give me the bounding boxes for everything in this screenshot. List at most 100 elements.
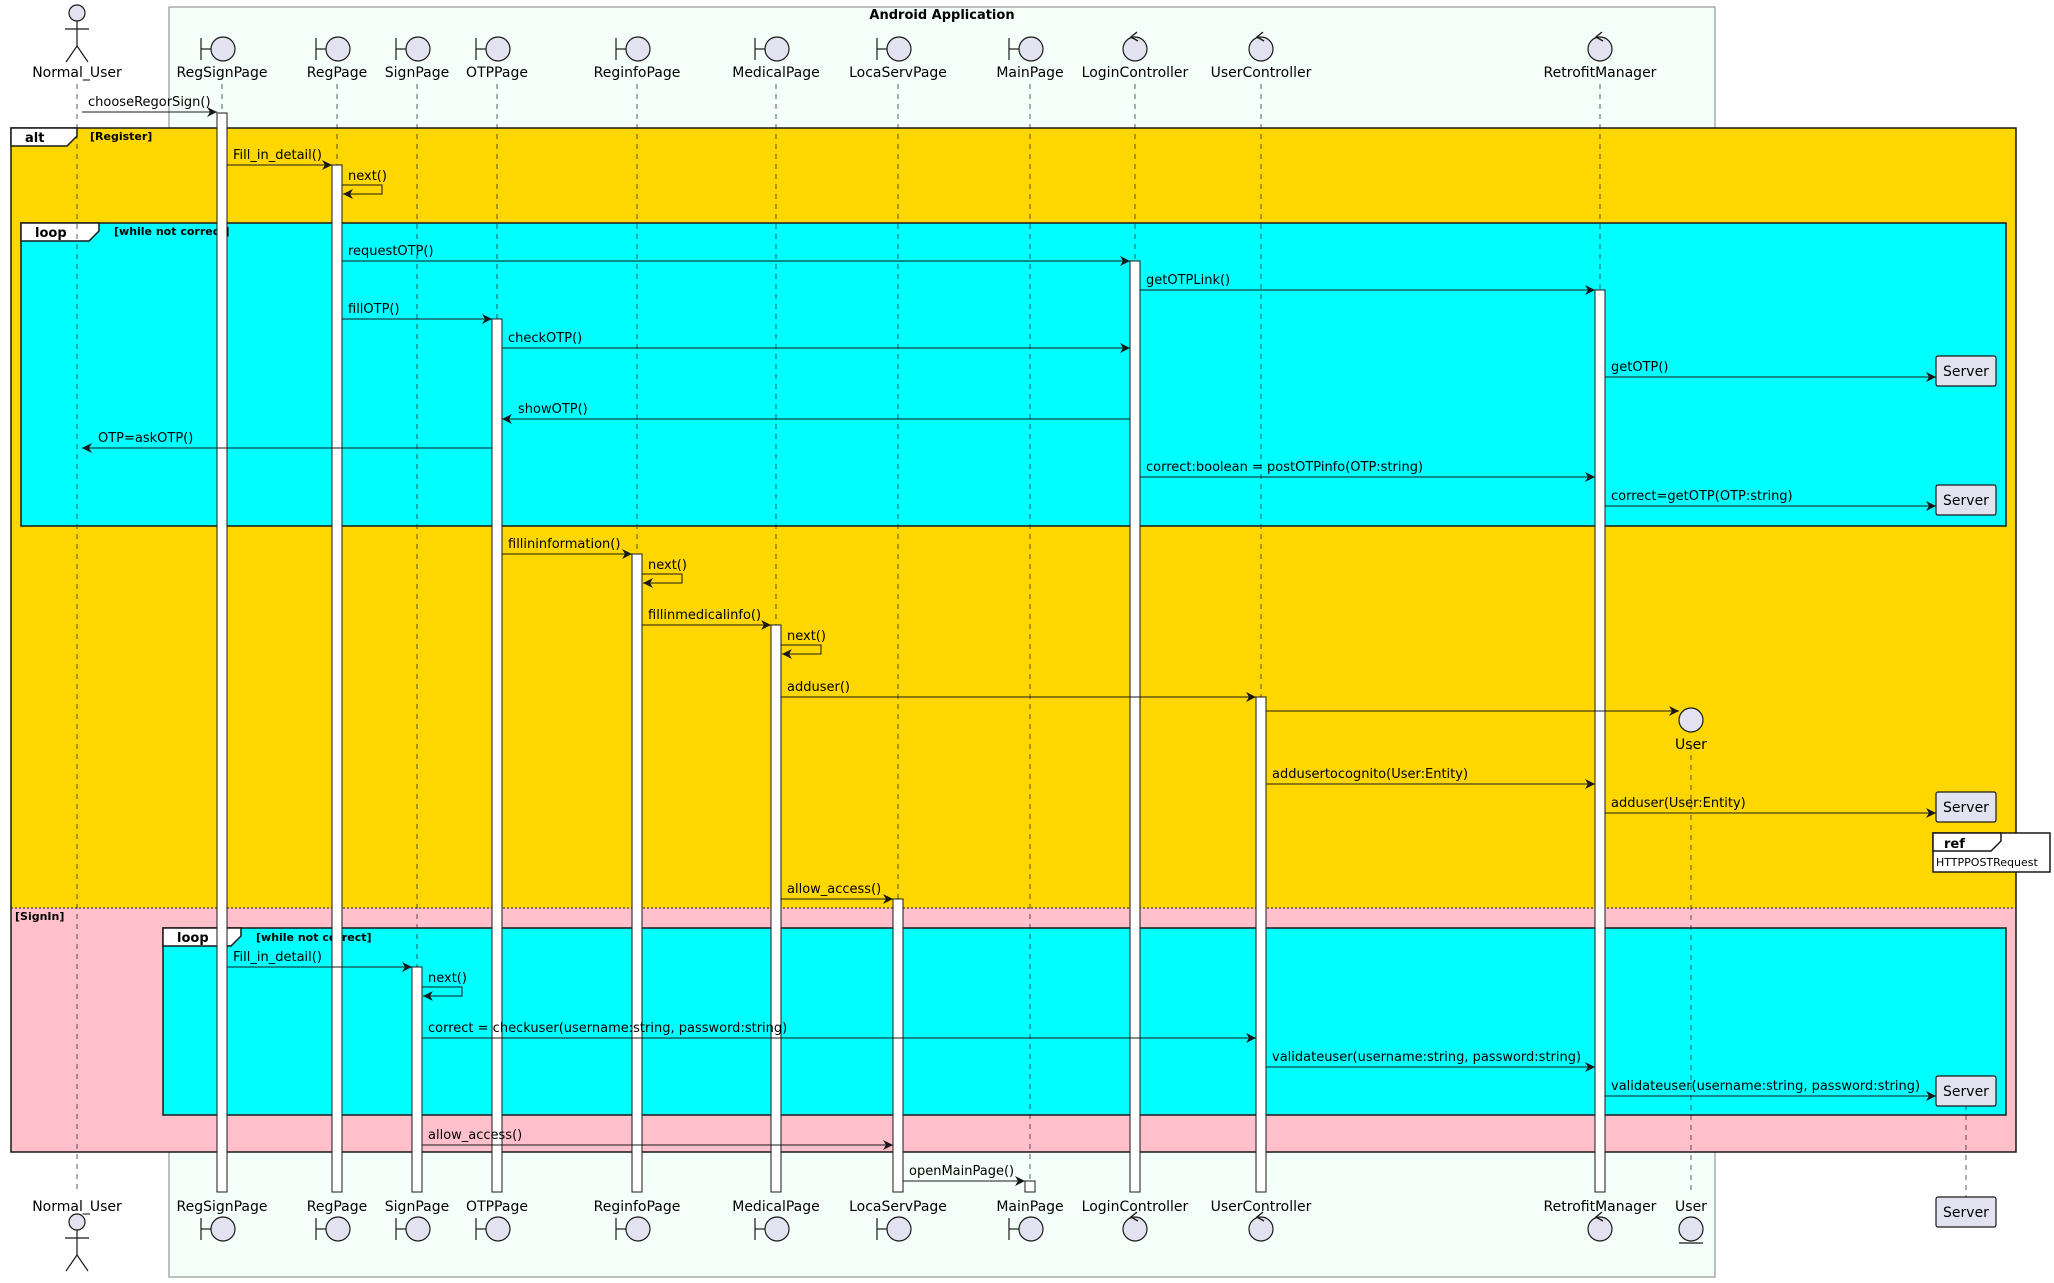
participant-main-label-top: MainPage bbox=[996, 65, 1063, 81]
alt-keyword: alt bbox=[25, 131, 44, 146]
boundary-icon bbox=[754, 1216, 790, 1242]
participant-normal_user-label-bottom: Normal_User bbox=[32, 1199, 122, 1215]
participant-reg-bottom: RegPage bbox=[307, 1199, 368, 1242]
participant-medical-top: MedicalPage bbox=[732, 36, 820, 81]
message-14-arrow bbox=[642, 573, 683, 588]
message-2-label: Fill_in_detail() bbox=[233, 148, 322, 163]
participant-main-top: MainPage bbox=[996, 36, 1064, 81]
activation-regsign bbox=[216, 112, 228, 1193]
loop-signin-keyword: loop bbox=[177, 931, 209, 946]
message-19-label: addusertocognito(User:Entity) bbox=[1272, 767, 1468, 782]
participant-login-label-bottom: LoginController bbox=[1082, 1199, 1189, 1215]
loop-otp-keyword: loop bbox=[35, 226, 67, 241]
boundary-icon bbox=[395, 36, 431, 62]
message-6-label: fillOTP() bbox=[348, 302, 400, 317]
boundary-icon bbox=[754, 36, 790, 62]
participant-reg-label-bottom: RegPage bbox=[307, 1199, 368, 1215]
participant-login-top: LoginController bbox=[1082, 31, 1189, 81]
participant-regsign-label-top: RegSignPage bbox=[176, 65, 267, 81]
boundary-icon bbox=[315, 1216, 351, 1242]
loop-fragment-signin bbox=[162, 927, 2007, 1116]
participant-sign-top: SignPage bbox=[385, 36, 449, 81]
activation-reg bbox=[331, 164, 343, 1193]
participant-normal_user-label-top: Normal_User bbox=[32, 65, 122, 81]
activation-otp bbox=[491, 318, 503, 1193]
participant-server-create-4: Server bbox=[1935, 1075, 1997, 1107]
participant-main-bottom: MainPage bbox=[996, 1199, 1064, 1242]
participant-reginfo-top: ReginfoPage bbox=[594, 36, 680, 81]
control-icon bbox=[1587, 31, 1613, 62]
participant-retrofit-bottom: RetrofitManager bbox=[1544, 1199, 1657, 1242]
participant-otp-label-bottom: OTPPage bbox=[466, 1199, 528, 1215]
message-1-label: chooseRegorSign() bbox=[88, 95, 211, 110]
ref-keyword: ref bbox=[1944, 837, 1965, 852]
activation-userctl bbox=[1255, 696, 1267, 1193]
participant-server-bottom-label: Server bbox=[1943, 1205, 1989, 1221]
participant-normal_user-bottom: Normal_User bbox=[32, 1199, 122, 1272]
message-7-label: checkOTP() bbox=[508, 331, 582, 346]
participant-regsign-bottom: RegSignPage bbox=[176, 1199, 268, 1242]
participant-locaserv-label-top: LocaServPage bbox=[849, 65, 947, 81]
participant-user-label-bottom: User bbox=[1675, 1199, 1707, 1215]
activation-medical bbox=[770, 624, 782, 1193]
message-26-label: validateuser(username:string, password:s… bbox=[1611, 1079, 1920, 1094]
alt-tab bbox=[10, 127, 78, 147]
control-icon bbox=[1122, 1211, 1148, 1242]
participant-otp-top: OTPPage bbox=[466, 36, 528, 81]
participant-server-bottom: Server bbox=[1935, 1196, 1997, 1228]
participant-sign-label-top: SignPage bbox=[385, 65, 449, 81]
participant-user-label-top: User bbox=[1675, 737, 1707, 753]
participant-locaserv-bottom: LocaServPage bbox=[849, 1199, 947, 1242]
participant-sign-label-bottom: SignPage bbox=[385, 1199, 449, 1215]
participant-regsign-top: RegSignPage bbox=[176, 36, 268, 81]
message-24-label: correct = checkuser(username:string, pas… bbox=[428, 1021, 787, 1036]
ref-tab bbox=[1932, 832, 2002, 852]
alt-fragment bbox=[10, 127, 2017, 1153]
participant-medical-bottom: MedicalPage bbox=[732, 1199, 820, 1242]
participant-server-create-2-label: Server bbox=[1943, 493, 1989, 509]
boundary-icon bbox=[876, 1216, 912, 1242]
participant-login-bottom: LoginController bbox=[1082, 1199, 1189, 1242]
message-4-label: requestOTP() bbox=[348, 244, 434, 259]
message-10-label: OTP=askOTP() bbox=[98, 431, 193, 446]
boundary-icon bbox=[1008, 36, 1044, 62]
message-8-label: getOTP() bbox=[1611, 360, 1669, 375]
alt-guard-signin: [SignIn] bbox=[15, 910, 64, 923]
loop-otp-guard: [while not correct] bbox=[114, 225, 230, 238]
message-11-label: correct:boolean = postOTPinfo(OTP:string… bbox=[1146, 460, 1423, 475]
activation-login bbox=[1129, 260, 1141, 1193]
participant-reginfo-label-bottom: ReginfoPage bbox=[594, 1199, 681, 1215]
boundary-icon bbox=[1008, 1216, 1044, 1242]
boundary-icon bbox=[200, 36, 236, 62]
participant-server-create-2: Server bbox=[1935, 484, 1997, 516]
message-27-label: allow_access() bbox=[428, 1128, 522, 1143]
alt-guard-register: [Register] bbox=[90, 130, 152, 143]
actor-icon bbox=[65, 4, 89, 63]
control-icon bbox=[1587, 1211, 1613, 1242]
participant-server-create-3-label: Server bbox=[1943, 800, 1989, 816]
participant-userctl-top: UserController bbox=[1211, 31, 1312, 81]
message-13-label: fillininformation() bbox=[508, 537, 620, 552]
loop-fragment-otp bbox=[20, 222, 2007, 527]
loop-signin-guard: [while not correct] bbox=[256, 931, 372, 944]
actor-icon bbox=[65, 1213, 89, 1272]
entity-icon bbox=[1678, 707, 1704, 733]
control-icon bbox=[1248, 31, 1274, 62]
boundary-icon bbox=[475, 36, 511, 62]
participant-retrofit-label-bottom: RetrofitManager bbox=[1544, 1199, 1657, 1215]
message-23-arrow bbox=[422, 986, 463, 1001]
participant-server-create-3: Server bbox=[1935, 791, 1997, 823]
control-icon bbox=[1122, 31, 1148, 62]
control-icon bbox=[1248, 1211, 1274, 1242]
participant-regsign-label-bottom: RegSignPage bbox=[176, 1199, 267, 1215]
message-3-label: next() bbox=[348, 169, 387, 184]
participant-user-bottom: User bbox=[1675, 1199, 1707, 1244]
message-22-label: Fill_in_detail() bbox=[233, 950, 322, 965]
loop-otp-tab bbox=[20, 222, 100, 242]
participant-retrofit-label-top: RetrofitManager bbox=[1544, 65, 1657, 81]
message-3-arrow bbox=[342, 184, 383, 199]
boundary-icon bbox=[475, 1216, 511, 1242]
participant-medical-label-top: MedicalPage bbox=[732, 65, 820, 81]
message-16-arrow bbox=[781, 644, 822, 659]
